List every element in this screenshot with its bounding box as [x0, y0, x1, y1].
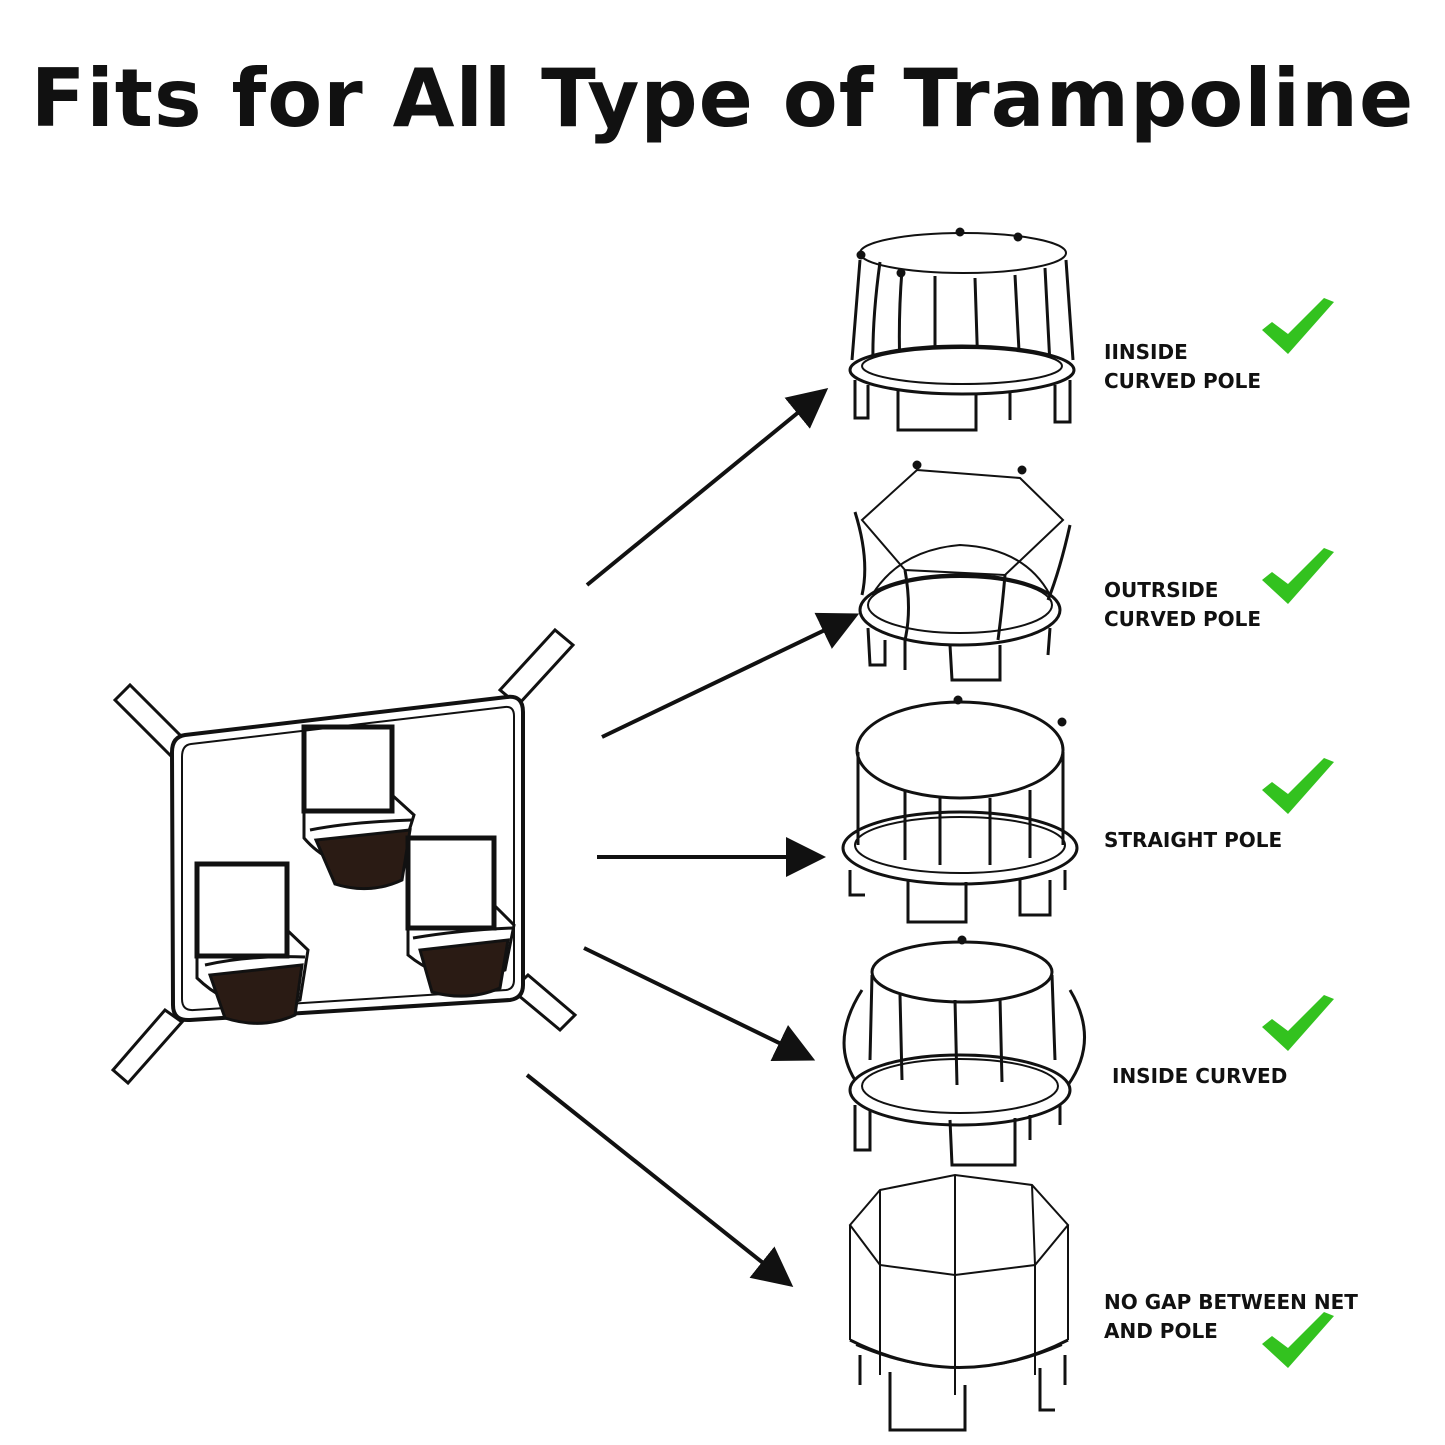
checkmark-icon [1262, 548, 1334, 604]
trampoline-icon [842, 935, 1086, 1167]
type-label-no-gap: NO GAP BETWEEN NET AND POLE [1104, 1290, 1358, 1343]
trampoline-icon [848, 1173, 1070, 1432]
arrow-icon [525, 1073, 794, 1287]
trampoline-icon [848, 227, 1076, 432]
page-title: Fits for All Type of Trampoline [30, 52, 1415, 145]
trampoline-icon [853, 460, 1072, 682]
checkmark-icon [1262, 995, 1334, 1051]
trampoline-icon [841, 695, 1079, 924]
type-label-inside-curved-pole: IINSIDE CURVED POLE [1104, 340, 1262, 393]
type-label-straight-pole: STRAIGHT POLE [1104, 828, 1283, 852]
basketball-hoop-board-icon [110, 627, 578, 1086]
checkmark-icon [1262, 1312, 1334, 1368]
checkmark-icon [1262, 758, 1334, 814]
arrow-icon [583, 946, 816, 1061]
type-label-inside-curved: INSIDE CURVED [1112, 1064, 1288, 1088]
arrow-icon [601, 612, 860, 739]
arrow-icon [585, 387, 829, 587]
type-label-outside-curved-pole: OUTRSIDE CURVED POLE [1104, 578, 1262, 631]
checkmark-icon [1262, 298, 1334, 354]
